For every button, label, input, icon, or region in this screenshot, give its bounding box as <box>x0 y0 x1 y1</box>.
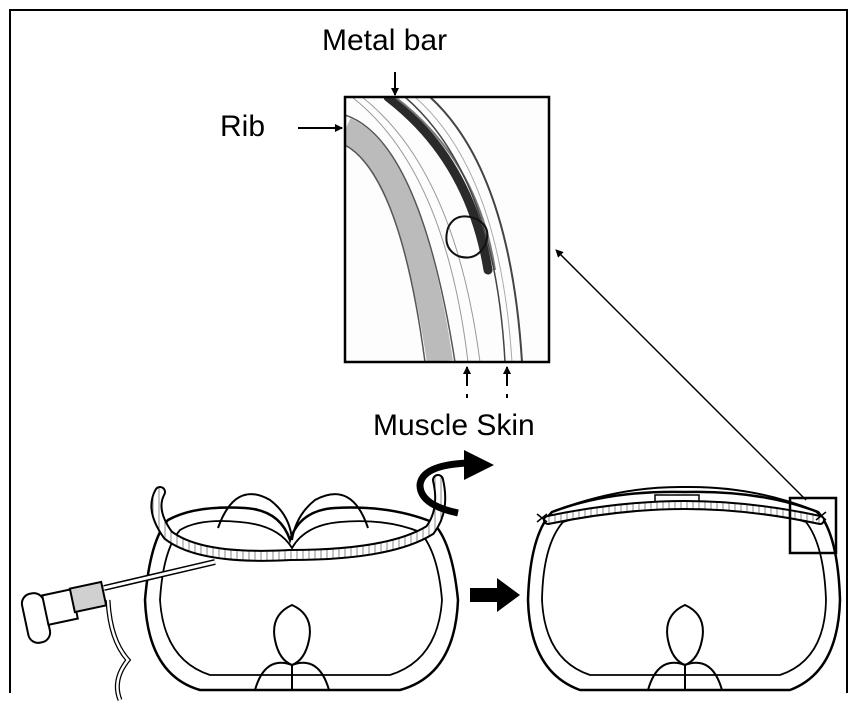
zoom-source-arrow <box>556 250 806 500</box>
thorax-before <box>20 480 458 700</box>
transition-arrow <box>470 578 520 612</box>
thorax-after <box>528 487 840 690</box>
zoom-inset <box>345 97 549 362</box>
